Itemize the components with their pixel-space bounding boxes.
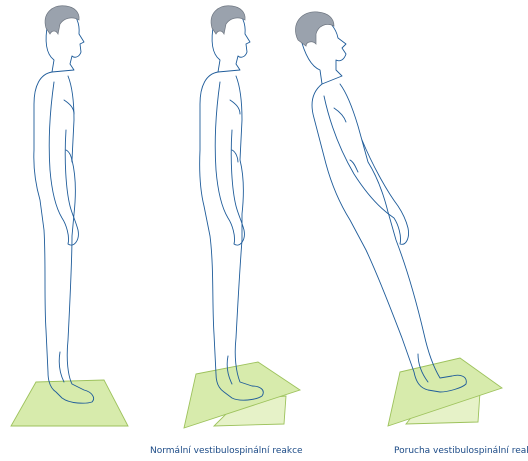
person-upright-2 <box>200 6 264 400</box>
figure-tilted-normal <box>184 6 300 428</box>
person-upright-1 <box>34 6 94 403</box>
caption-normal-reaction: Normální vestibulospinální reakce <box>150 446 303 457</box>
figure-tilted-failure <box>295 12 502 426</box>
flat-platform <box>11 380 128 426</box>
person-leaning-back <box>295 12 466 392</box>
figure-flat-platform <box>11 6 128 426</box>
caption-failure-reaction: Porucha vestibulospinální reakce. <box>394 446 528 457</box>
